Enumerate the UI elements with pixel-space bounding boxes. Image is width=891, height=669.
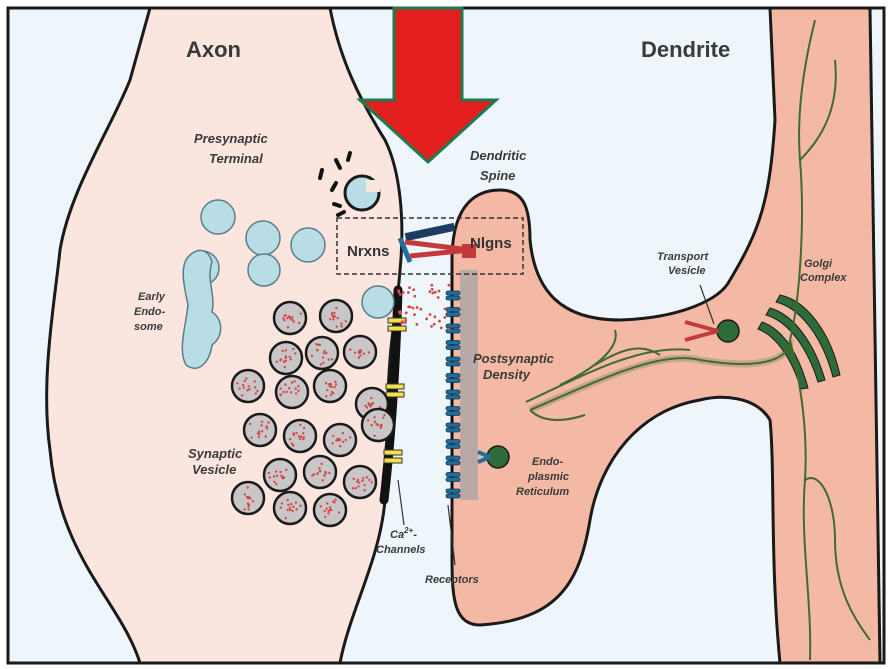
label-some: some — [134, 321, 163, 333]
label-dendritic: Dendritic — [470, 148, 527, 163]
synaptic-vesicle — [314, 370, 346, 402]
label-spine: Spine — [480, 168, 515, 183]
label-presynaptic: Presynaptic — [194, 131, 268, 146]
synaptic-vesicle — [344, 336, 376, 368]
label-receptors: Receptors — [425, 574, 479, 586]
label-synaptic: Synaptic — [188, 446, 243, 461]
label-ca-channels: Ca2+- — [390, 526, 417, 541]
synaptic-vesicle — [274, 302, 306, 334]
synaptic-vesicle — [274, 492, 306, 524]
synaptic-vesicle — [264, 459, 296, 491]
synaptic-vesicle — [320, 300, 352, 332]
label-er-1: Endo- — [532, 456, 563, 468]
label-nrxns: Nrxns — [347, 243, 390, 260]
label-transport: Transport — [657, 251, 709, 263]
label-postsynaptic: Postsynaptic — [473, 351, 555, 366]
label-er-3: Reticulum — [516, 486, 569, 498]
synaptic-vesicle — [304, 456, 336, 488]
label-dendrite: Dendrite — [641, 37, 730, 62]
label-golgi: Golgi — [804, 258, 833, 270]
label-er-2: plasmic — [527, 471, 569, 483]
label-nlgns: Nlgns — [470, 235, 512, 252]
synaptic-vesicle — [232, 370, 264, 402]
synaptic-vesicle — [244, 414, 276, 446]
synaptic-vesicle — [270, 342, 302, 374]
synaptic-vesicle — [362, 409, 394, 441]
label-density: Density — [483, 367, 531, 382]
label-axon: Axon — [186, 37, 241, 62]
synaptic-vesicle — [284, 420, 316, 452]
label-terminal: Terminal — [209, 151, 263, 166]
label-vesicle: Vesicle — [192, 462, 236, 477]
synaptic-vesicle — [314, 494, 346, 526]
synaptic-vesicle — [344, 466, 376, 498]
label-transport-vesicle: Vesicle — [668, 265, 706, 277]
synaptic-vesicle — [232, 482, 264, 514]
label-endo: Endo- — [134, 306, 165, 318]
synaptic-vesicle — [324, 424, 356, 456]
synaptic-vesicle — [276, 376, 308, 408]
synaptic-vesicle — [306, 337, 338, 369]
label-complex: Complex — [800, 272, 847, 284]
label-channels: Channels — [376, 544, 426, 556]
postsynaptic-density — [460, 270, 478, 500]
label-early: Early — [138, 291, 166, 303]
